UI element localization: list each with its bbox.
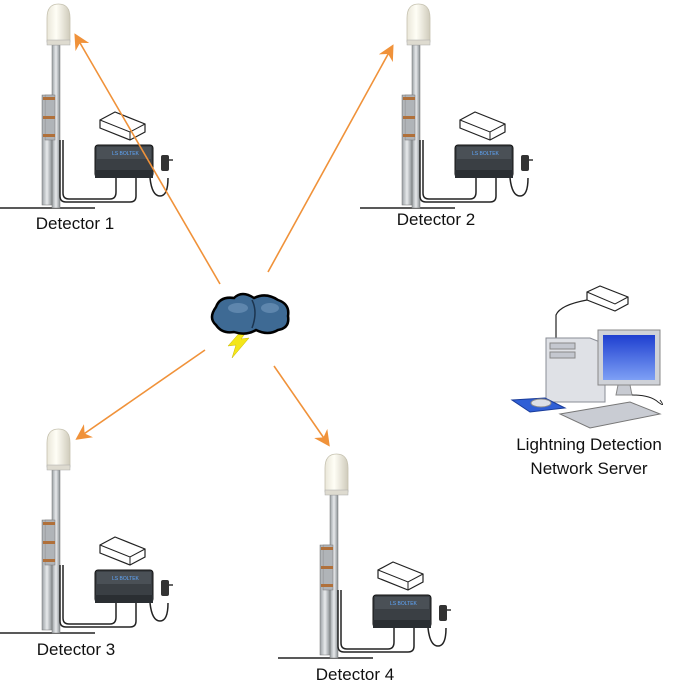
server-label-line-2: Network Server <box>530 459 648 478</box>
detector-1-label: Detector 1 <box>35 214 115 233</box>
detector-2-label: Detector 2 <box>396 210 476 229</box>
detector-4-icon <box>277 453 452 659</box>
detector-1-icon <box>0 3 174 209</box>
arrow-to-detector-2 <box>267 44 394 273</box>
server-label: Lightning Detection Network Server <box>516 433 662 481</box>
arrow-to-detector-1 <box>74 33 221 285</box>
server-label-line-1: Lightning Detection <box>516 435 662 454</box>
arrow-to-detector-3 <box>75 349 206 440</box>
computer-icon <box>510 285 664 429</box>
arrow-to-detector-4 <box>273 365 330 447</box>
detector-4-label: Detector 4 <box>315 665 395 684</box>
detector-3-icon <box>0 428 174 634</box>
detector-2-icon <box>359 3 534 209</box>
storm-cloud-icon <box>210 292 290 359</box>
detector-3-label: Detector 3 <box>36 640 116 659</box>
